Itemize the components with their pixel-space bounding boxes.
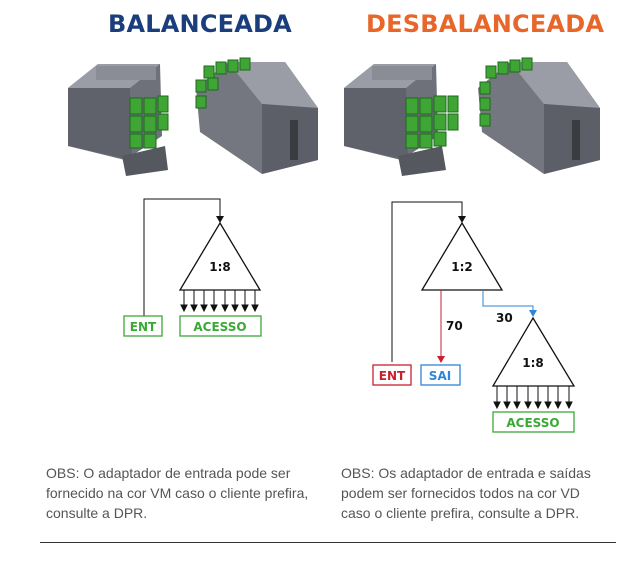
unbalanced-sai-box	[420, 364, 461, 386]
balanced-title: BALANCEADA	[108, 10, 292, 38]
balanced-input-line	[143, 198, 224, 316]
unbalanced-70-branch-line	[437, 290, 445, 363]
unbalanced-splitter-triangle	[420, 221, 504, 291]
unbalanced-module-back-image	[478, 57, 600, 174]
balanced-note: OBS: O adaptador de entrada pode ser for…	[46, 465, 309, 521]
unbalanced-title: DESBALANCEADA	[366, 10, 605, 38]
balanced-module-front-image	[68, 64, 169, 176]
balanced-input-label: ENT	[130, 320, 157, 334]
unbalanced-30-percent-label: 30	[496, 311, 513, 325]
unbalanced-second-splitter-triangle	[491, 316, 576, 387]
balanced-output-label: ACESSO	[193, 320, 246, 334]
balanced-module-back-image	[195, 57, 318, 174]
unbalanced-30-branch-line	[482, 290, 537, 317]
unbalanced-output-label: ACESSO	[506, 416, 559, 430]
unbalanced-input-box	[372, 364, 412, 386]
balanced-input-box	[123, 315, 163, 337]
bottom-divider	[40, 542, 616, 543]
unbalanced-output-arrows	[493, 385, 574, 410]
unbalanced-sai-label: SAI	[429, 369, 451, 383]
unbalanced-splitter-ratio: 1:2	[451, 260, 473, 274]
unbalanced-note: OBS: Os adaptador de entrada e saídas po…	[341, 465, 591, 521]
unbalanced-input-line	[391, 201, 466, 362]
unbalanced-second-splitter-ratio: 1:8	[522, 356, 544, 370]
balanced-output-box	[179, 315, 262, 337]
balanced-splitter-ratio: 1:8	[209, 260, 231, 274]
unbalanced-module-front-image	[344, 64, 459, 176]
balanced-splitter-triangle	[178, 221, 262, 291]
unbalanced-70-percent-label: 70	[446, 319, 463, 333]
balanced-output-arrows	[180, 289, 260, 313]
unbalanced-input-label: ENT	[379, 369, 406, 383]
unbalanced-output-box	[492, 411, 575, 433]
